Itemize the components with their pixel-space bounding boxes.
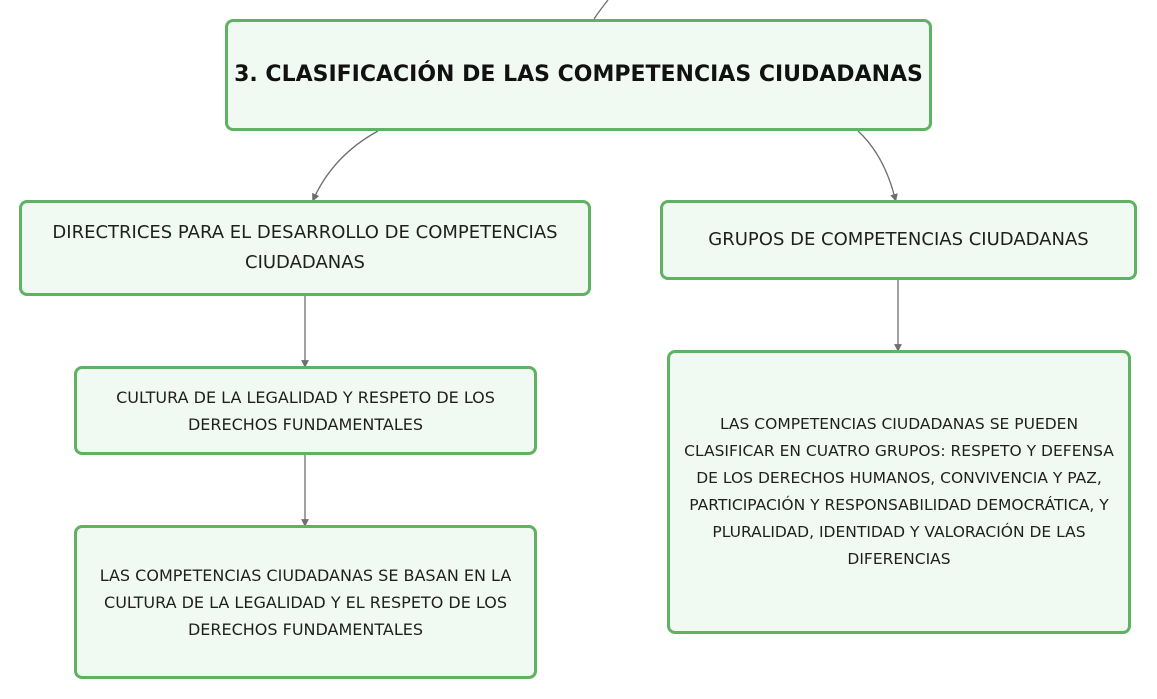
cuatro-grupos-node-label: LAS COMPETENCIAS CIUDADANAS SE PUEDEN CL… <box>684 415 1114 568</box>
root-node[interactable]: 3. CLASIFICACIÓN DE LAS COMPETENCIAS CIU… <box>225 19 932 131</box>
directrices-node-label: DIRECTRICES PARA EL DESARROLLO DE COMPET… <box>52 222 558 273</box>
cultura-legalidad-node[interactable]: CULTURA DE LA LEGALIDAD Y RESPETO DE LOS… <box>74 366 537 455</box>
grupos-node-label: GRUPOS DE COMPETENCIAS CIUDADANAS <box>708 229 1089 250</box>
competencias-basan-node-label: LAS COMPETENCIAS CIUDADANAS SE BASAN EN … <box>99 565 512 639</box>
connector-root-to-directrices <box>312 130 379 202</box>
cuatro-grupos-node[interactable]: LAS COMPETENCIAS CIUDADANAS SE PUEDEN CL… <box>667 350 1131 634</box>
connector-root-to-grupos <box>857 130 898 202</box>
root-node-label: 3. CLASIFICACIÓN DE LAS COMPETENCIAS CIU… <box>234 62 923 87</box>
connector-parent-to-root <box>593 0 609 20</box>
directrices-node[interactable]: DIRECTRICES PARA EL DESARROLLO DE COMPET… <box>19 200 591 296</box>
grupos-node[interactable]: GRUPOS DE COMPETENCIAS CIUDADANAS <box>660 200 1137 280</box>
competencias-basan-node[interactable]: LAS COMPETENCIAS CIUDADANAS SE BASAN EN … <box>74 525 537 679</box>
cultura-legalidad-node-label: CULTURA DE LA LEGALIDAD Y RESPETO DE LOS… <box>116 387 495 434</box>
